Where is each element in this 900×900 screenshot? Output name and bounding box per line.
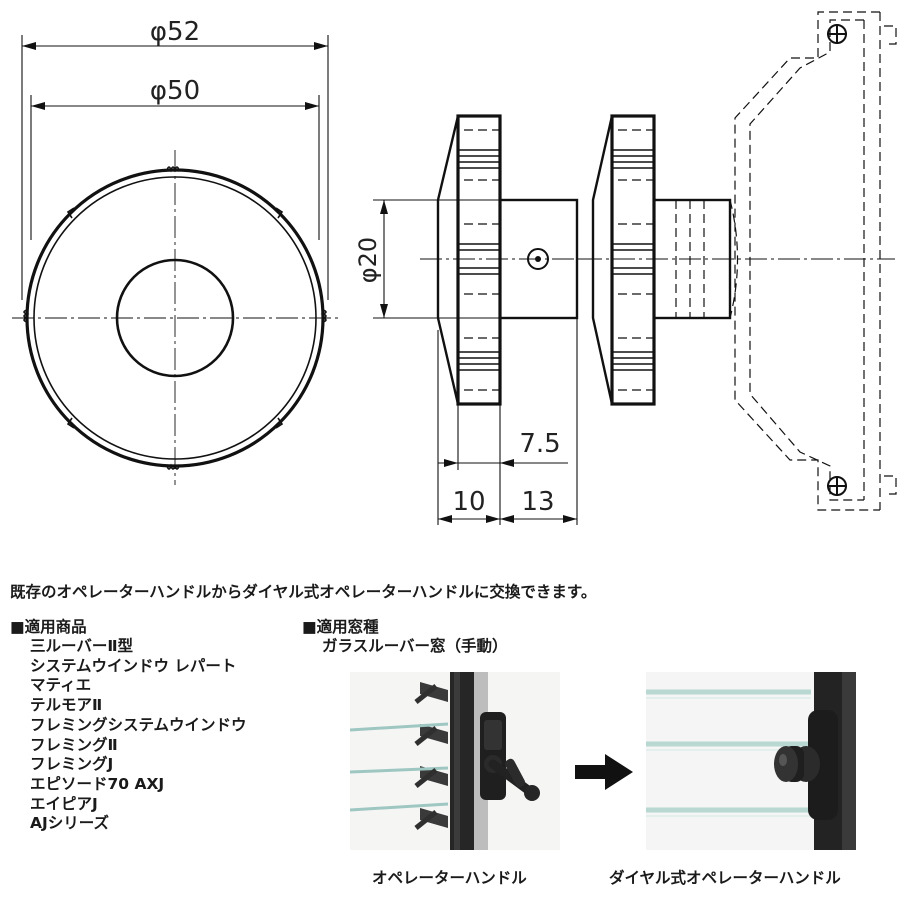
list-item: AJシリーズ [30,814,109,833]
list-item: マティエ [30,676,92,695]
list-item: フレミングシステムウインドウ [30,715,247,734]
list-item: エイピアJ [30,794,98,813]
after-caption: ダイヤル式オペレーターハンドル [609,869,841,887]
front-view: φ52 φ50 [12,17,340,485]
operator-handle-photo [350,672,560,850]
products-list: 三ルーバーⅡ型 システムウインドウ レパート マティエ テルモアⅡ フレミングシ… [10,637,247,834]
dim-phi20: φ20 [354,237,382,283]
list-item: システムウインドウ レパート [30,656,237,675]
applicable-products: ■適用商品 三ルーバーⅡ型 システムウインドウ レパート マティエ テルモアⅡ … [10,618,247,834]
applicable-window-type: ■適用窓種 ガラスルーバー窓（手動） [302,618,508,656]
description-text: 既存のオペレーターハンドルからダイヤル式オペレーターハンドルに交換できます。 [10,583,597,601]
list-item: テルモアⅡ [30,696,103,715]
side-view: φ20 7.5 [354,114,590,525]
dim-7-5: 7.5 [519,429,560,459]
list-item: フレミングJ [30,755,114,774]
products-heading: ■適用商品 [10,618,87,636]
list-item: フレミングⅡ [30,735,118,754]
window-type-value: ガラスルーバー窓（手動） [322,637,508,655]
list-item: 三ルーバーⅡ型 [30,637,134,655]
dial-operator-handle-photo [646,672,856,850]
window-type-heading: ■適用窓種 [302,618,379,636]
dim-13: 13 [521,487,554,517]
technical-drawing: φ52 φ50 [12,11,897,525]
assembly-view [580,11,897,511]
dim-phi50: φ50 [150,76,200,106]
before-caption: オペレーターハンドル [372,869,527,887]
dim-phi52: φ52 [150,17,200,47]
arrow-right-icon [575,754,633,790]
dim-10: 10 [452,487,485,517]
list-item: エピソード70 AXJ [30,774,165,793]
